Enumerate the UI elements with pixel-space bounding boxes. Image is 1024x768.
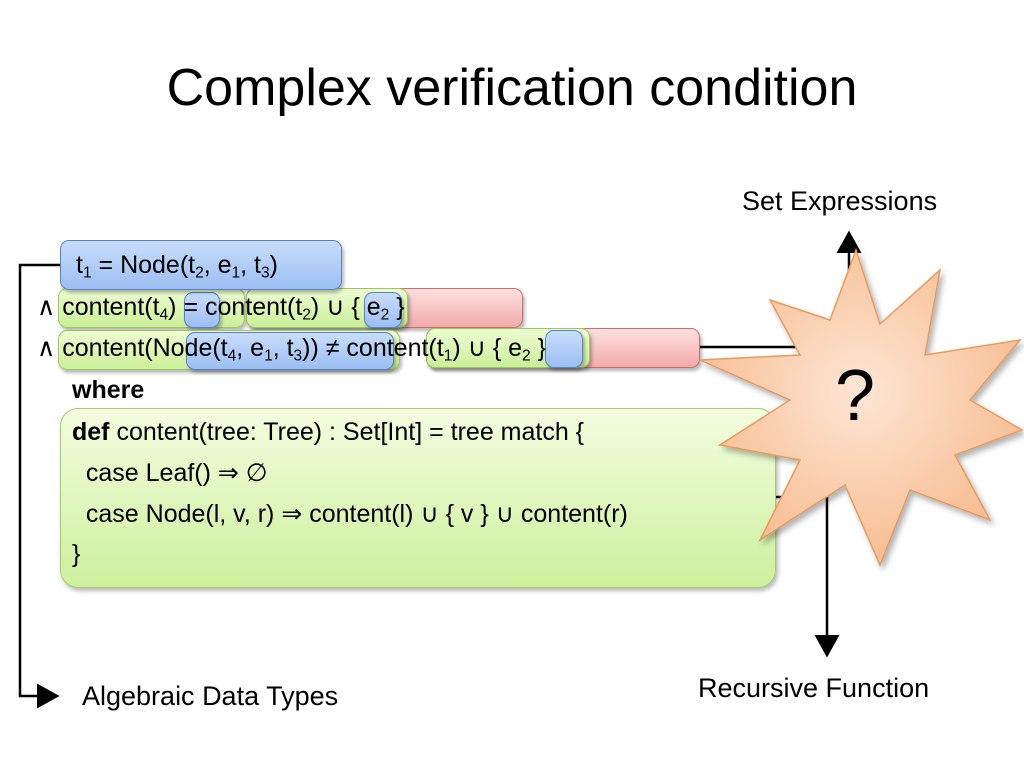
code-def-line: def content(tree: Tree) : Set[Int] = tre… bbox=[72, 418, 585, 446]
highlight-t1-line3 bbox=[545, 330, 583, 368]
highlight-t2-line2 bbox=[364, 292, 402, 328]
code-case-node: case Node(l, v, r) ⇒ content(l) ∪ { v } … bbox=[72, 500, 628, 528]
highlight-t4-line2 bbox=[184, 292, 220, 328]
algebraic-data-types-label: Algebraic Data Types bbox=[82, 681, 339, 711]
formula-line-3: ∧ content(Node(t4, e1, t3)) ≠ content(t1… bbox=[37, 334, 546, 365]
formula-line-1: t1 = Node(t2, e1, t3) bbox=[76, 251, 278, 282]
question-mark: ? bbox=[835, 356, 876, 436]
code-close-brace: } bbox=[72, 540, 81, 568]
highlight-t1-node bbox=[60, 240, 342, 290]
adt-arrow bbox=[18, 263, 60, 709]
code-case-leaf: case Leaf() ⇒ ∅ bbox=[72, 459, 268, 487]
function-definition-box bbox=[60, 408, 776, 588]
highlight-node-line3 bbox=[186, 332, 394, 370]
formula-line-2: ∧ content(t4) = content(t2) ∪ { e2 } bbox=[37, 293, 405, 324]
set-expressions-label: Set Expressions bbox=[742, 186, 938, 216]
slide-title: Complex verification condition bbox=[166, 59, 858, 117]
where-keyword: where bbox=[72, 376, 145, 404]
recursive-function-label: Recursive Function bbox=[698, 673, 930, 703]
